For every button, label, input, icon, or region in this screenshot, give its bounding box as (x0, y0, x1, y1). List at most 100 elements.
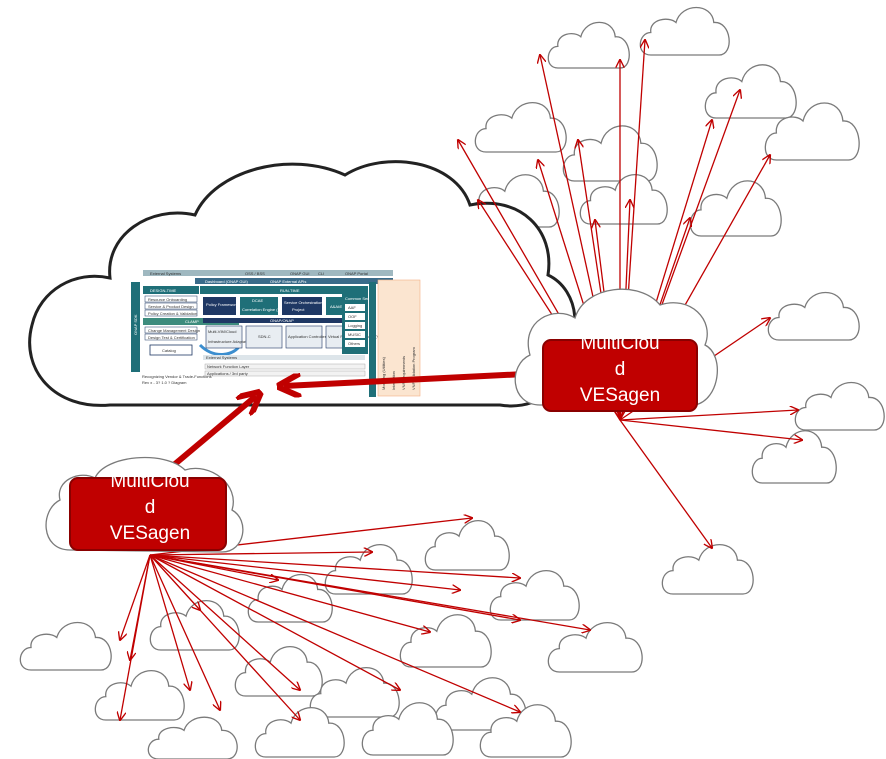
vnf-cloud (547, 622, 643, 673)
vnf-cloud (94, 670, 185, 721)
left-agent-box (69, 477, 227, 551)
vnf-event-arrow (619, 419, 712, 548)
tab-onap-gui: ONAP GUI (290, 271, 310, 276)
vnf-event-arrow (149, 554, 520, 620)
side-vertical-label: VNF Requirements (401, 356, 406, 390)
vnf-cloud (399, 614, 492, 668)
common-services-label: Common Services (345, 296, 378, 301)
run-time-label: RUN-TIME (280, 288, 300, 293)
vnf-cloud (639, 7, 730, 56)
vnf-event-arrow (149, 552, 372, 555)
appc: Application Controller (APPC) (288, 334, 341, 339)
common-service-item (345, 340, 365, 347)
dashboard-label: Dashboard (ONAP GUI) (205, 279, 248, 284)
infra-layer: Infrastructure Adaptation Layer (208, 339, 263, 344)
external-apis-label: ONAP External APIs (270, 279, 306, 284)
vnf-cloud (751, 430, 837, 484)
side-vertical-label: VNF Validation Program (411, 347, 416, 391)
vnf-event-arrow (149, 554, 300, 720)
side-vertical-label: Modeling (Utilities) (381, 356, 386, 390)
external-systems-label: External Systems (206, 355, 237, 360)
tab-external-systems: External Systems (150, 271, 181, 276)
footnote-2: Rev x - 3? 1.0 ? Diagram (142, 380, 187, 385)
vnf-event-arrow (149, 554, 520, 578)
clamp-label: CLAMP (185, 319, 199, 324)
vnf-cloud (474, 102, 567, 153)
dcae-label: DCAE (252, 298, 263, 303)
thick-arrow-right-agent (284, 370, 546, 386)
right-agent-line-2: d (615, 359, 626, 380)
vnf-event-arrow (149, 554, 220, 710)
common-service-label: OOF (348, 314, 357, 319)
footnote-1: Recognizing Vendor & Trade-Functions (142, 374, 212, 379)
vnf-cloud (704, 64, 797, 119)
vnf-cloud (764, 102, 860, 161)
vnf-cloud (562, 125, 658, 182)
common-service-item (345, 331, 365, 338)
resource-onboarding: Resource Onboarding (148, 297, 187, 302)
vnf-cloud (247, 574, 333, 623)
common-service-item (345, 304, 365, 311)
multi-vim: Multi-VIM/Cloud (208, 329, 236, 334)
vnf-cloud (147, 716, 238, 759)
vnf-cloud (547, 21, 630, 69)
vnf-cloud (149, 600, 240, 651)
vnf-event-arrow (149, 554, 430, 632)
common-service-label: AAF (348, 305, 356, 310)
network-function-layer: Network Function Layer (207, 364, 250, 369)
vnf-cloud (434, 677, 527, 731)
vnf-event-arrow (149, 554, 400, 690)
vnf-event-arrow (149, 554, 520, 712)
right-agent-line-1: MultiClou (580, 333, 659, 354)
service-orchestration: Service Orchestration (284, 300, 322, 305)
left-agent-line-3: VESagen (110, 523, 190, 544)
common-service-item (345, 313, 365, 320)
vnf-event-arrow (120, 554, 151, 720)
service-product-design: Service & Product Design (148, 304, 194, 309)
vnf-event-arrow (619, 410, 798, 421)
vnf-cloud (767, 292, 860, 341)
left-agent: MultiClou d VESagen (45, 456, 244, 553)
vnf-cloud (661, 544, 754, 595)
vnf-event-arrow (149, 554, 300, 690)
vnf-cloud (479, 704, 572, 758)
left-agent-line-1: MultiClou (110, 471, 189, 492)
vnf-event-arrow (149, 554, 460, 590)
design-time-label: DESIGN-TIME (150, 288, 177, 293)
vnf-cloud (794, 382, 885, 431)
catalog-label: Catalog (162, 348, 176, 353)
right-agent-line-3: VESagen (580, 385, 660, 406)
vnf-cloud (19, 622, 112, 671)
vnf-event-arrow (619, 419, 802, 440)
onap-sdk-label: ONAP SDK (133, 314, 138, 335)
tab-cli: CLI (318, 271, 324, 276)
right-agent-box (542, 339, 698, 412)
tab-oss-bss: OSS / BSS (245, 271, 265, 276)
policy-creation: Policy Creation & Validation (148, 311, 197, 316)
tab-onap-portal: ONAP Portal (345, 271, 368, 276)
holmes-label: Correlation Engine (Holmes) (242, 307, 293, 312)
vnf-cloud (489, 570, 580, 621)
policy-framework: Policy Framework (206, 302, 238, 307)
change-management-design: Change Management Design (148, 328, 200, 333)
left-agent-line-2: d (145, 497, 156, 518)
project-label: Project (292, 307, 305, 312)
onap-bar: ONAP/ONAP (270, 318, 294, 323)
vnf-cloud (689, 180, 782, 237)
common-service-label: Others (348, 341, 360, 346)
vnf-cloud (579, 174, 668, 225)
common-service-item (345, 322, 365, 329)
design-test-certification: Design Test & Certification (148, 335, 195, 340)
common-service-label: Logging (348, 323, 362, 328)
vnf-event-arrow (120, 554, 151, 640)
right-agent: MultiClou d VESagen (514, 288, 718, 412)
aai-esr: A&AI/ESR (330, 304, 349, 309)
vnf-cloud (424, 520, 510, 571)
vnf-cloud (361, 702, 454, 756)
common-service-label: MUSIC (348, 332, 361, 337)
vnf-cloud (309, 667, 400, 718)
onap-architecture-image: External Systems OSS / BSS ONAP GUI CLI … (131, 270, 421, 397)
applications-layer: Applications / 3rd party (207, 371, 248, 376)
